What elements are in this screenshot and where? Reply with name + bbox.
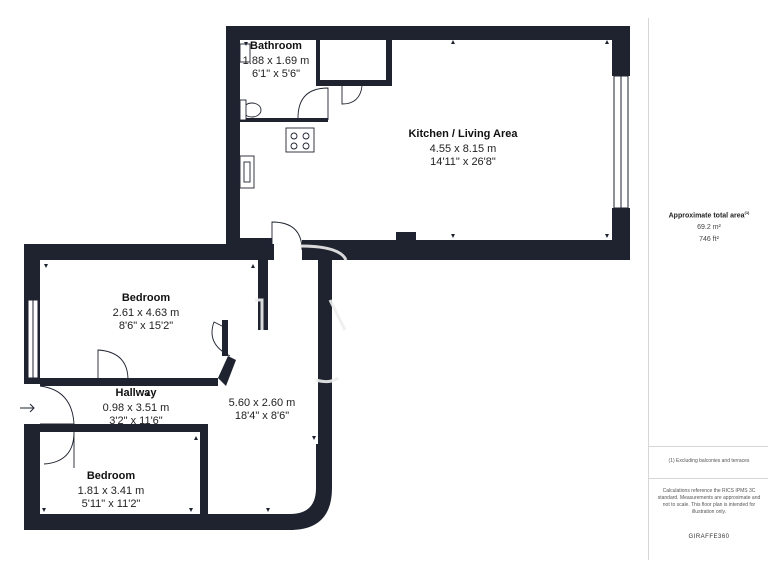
door-bedroom2 — [43, 431, 75, 468]
measurement-ticks — [42, 40, 609, 512]
hallway-metric: 0.98 x 3.51 m — [103, 402, 170, 414]
wall-upper-top — [226, 26, 630, 40]
wall-upper-bottom-right — [302, 240, 630, 260]
wall-diagonal — [218, 356, 236, 386]
brand-logo: GIRAFFE360 — [688, 534, 730, 540]
wall-bedroom-divider — [40, 378, 218, 386]
door-front — [39, 385, 75, 425]
wall-bedroom2-top — [40, 424, 208, 432]
reception-metric: 5.60 x 2.60 m — [229, 397, 296, 409]
panel-divider-2 — [649, 478, 768, 479]
kitchen-metric: 4.55 x 8.15 m — [430, 143, 497, 155]
door-closet — [341, 85, 363, 105]
wall-upper-right — [612, 26, 630, 76]
floor-plan: Bathroom 1.88 x 1.69 m 6'1" x 5'6" Kitch… — [20, 26, 630, 530]
door-bathroom — [297, 87, 329, 120]
panel-divider-1 — [649, 446, 768, 447]
wall-reception-right — [318, 260, 332, 444]
wall-bedroom2-right — [200, 424, 208, 516]
bathroom-name: Bathroom — [250, 40, 302, 52]
bathroom-imperial: 6'1" x 5'6" — [252, 68, 300, 80]
hallway-name: Hallway — [116, 387, 158, 399]
door-main-entry — [271, 221, 303, 251]
disclaimer-text: Calculations reference the RICS IPMS 3C … — [657, 488, 761, 515]
reception-imperial: 18'4" x 8'6" — [235, 410, 289, 422]
wall-reception-corner — [290, 444, 332, 530]
wall-column — [396, 232, 416, 244]
bedroom2-imperial: 5'11" x 11'2" — [82, 498, 141, 510]
door-bedroom1 — [211, 321, 231, 357]
total-area-title-text: Approximate total area — [668, 212, 745, 220]
wall-lower-bottom — [24, 514, 294, 530]
wall-bathroom-right — [316, 40, 320, 86]
wall-upper-left — [226, 26, 240, 250]
hallway-imperial: 3'2" x 11'6" — [109, 415, 162, 427]
entry-arrow-icon — [20, 403, 35, 413]
wall-closet-box-b — [320, 80, 392, 86]
wall-lower-left-lower — [24, 424, 40, 530]
bedroom2-name: Bedroom — [87, 470, 136, 482]
total-area-footnote-ref: (1) — [744, 210, 750, 215]
room-label-bedroom-2: Bedroom 1.81 x 3.41 m 5'11" x 11'2" — [78, 470, 145, 510]
room-label-kitchen: Kitchen / Living Area 4.55 x 8.15 m 14'1… — [408, 128, 518, 168]
total-area-imperial: 746 ft² — [699, 236, 719, 243]
wall-bedroom-divider-door — [222, 320, 228, 356]
door-hallway-top — [97, 349, 129, 381]
wall-bathroom-bottom — [240, 118, 328, 122]
walls — [24, 26, 630, 530]
room-label-hallway: Hallway 0.98 x 3.51 m 3'2" x 11'6" — [103, 387, 170, 427]
info-panel: Approximate total area(1) 69.2 m² 746 ft… — [648, 18, 768, 560]
footnote-balconies: (1) Excluding balconies and terraces — [668, 458, 750, 464]
bathroom-metric: 1.88 x 1.69 m — [243, 55, 310, 67]
bedroom1-imperial: 8'6" x 15'2" — [119, 320, 173, 332]
room-label-bathroom: Bathroom 1.88 x 1.69 m 6'1" x 5'6" — [243, 40, 310, 80]
kitchen-name: Kitchen / Living Area — [408, 128, 518, 140]
wall-lower-top-left — [24, 244, 274, 260]
bedroom1-metric: 2.61 x 4.63 m — [113, 307, 180, 319]
bedroom1-name: Bedroom — [122, 292, 171, 304]
watermark — [255, 244, 348, 384]
total-area-metric: 69.2 m² — [697, 224, 721, 231]
room-label-bedroom-1: Bedroom 2.61 x 4.63 m 8'6" x 15'2" — [113, 292, 180, 332]
wall-closet-box-r — [386, 40, 392, 84]
windows — [27, 75, 629, 379]
fixtures — [239, 43, 315, 189]
kitchen-imperial: 14'11" x 26'8" — [430, 156, 496, 168]
hob-icon — [285, 127, 315, 153]
bedroom2-metric: 1.81 x 3.41 m — [78, 485, 145, 497]
total-area-title: Approximate total area(1) — [653, 210, 765, 219]
wall-inner-post — [258, 260, 268, 330]
room-label-reception: 5.60 x 2.60 m 18'4" x 8'6" — [229, 397, 296, 422]
